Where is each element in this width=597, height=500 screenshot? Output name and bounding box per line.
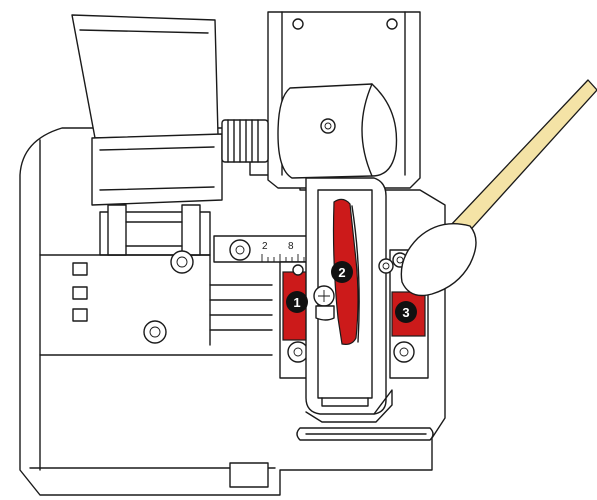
frame-screw-left (292, 18, 304, 30)
marker-2: 2 (331, 261, 353, 283)
swab-tip (400, 223, 477, 297)
side-tab-3 (72, 308, 88, 322)
lid-hinge-block (91, 133, 223, 206)
rail-top (39, 254, 273, 286)
hinge-spring (221, 119, 269, 163)
scale-label-8: 8 (288, 241, 294, 252)
blade-edge (351, 205, 360, 343)
side-tab-1 (72, 262, 88, 276)
anvil-edge (361, 83, 373, 177)
blade-carriage (305, 177, 393, 423)
length-scale: 2 8 5 (213, 235, 321, 263)
anvil-housing (277, 83, 398, 179)
lid-ridge (79, 29, 209, 34)
body-screw-lower (143, 320, 167, 344)
blade-clip (315, 305, 335, 321)
marker-3: 3 (395, 301, 417, 323)
left-clamp-pin (292, 264, 304, 276)
marker-3-label: 3 (402, 305, 409, 320)
rail-grooves (209, 299, 273, 331)
frame-screw-right (386, 18, 398, 30)
marker-1: 1 (286, 291, 308, 313)
fiber-holder (99, 204, 211, 256)
marker-1-label: 1 (293, 295, 300, 310)
blade-screw (313, 285, 335, 307)
anvil-screw-inner (324, 122, 332, 130)
body-screw-upper (170, 250, 194, 274)
lid-hinge-line (99, 146, 215, 151)
marker-2-label: 2 (338, 265, 345, 280)
lid-hinge-line-2 (99, 186, 215, 191)
lid-cover (71, 14, 219, 139)
scale-label-2: 2 (262, 241, 268, 252)
cotton-swab (400, 79, 597, 297)
bottom-slot (229, 462, 269, 488)
side-tab-2 (72, 286, 88, 300)
anvil-screw (320, 118, 336, 134)
carriage-screw (378, 258, 394, 274)
